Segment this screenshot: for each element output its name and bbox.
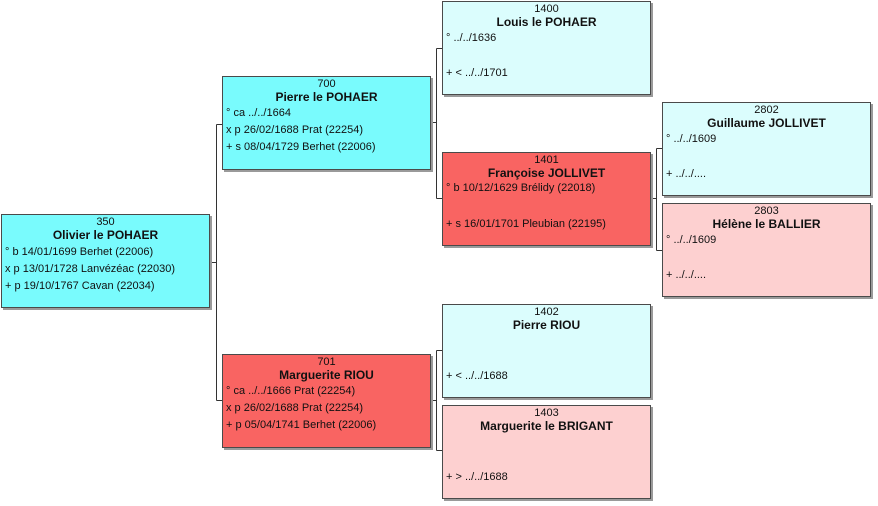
birth-event: ° ca ../../1664 xyxy=(226,107,291,119)
death-event: + > ../../1688 xyxy=(446,471,508,483)
marriage-event: x p 26/02/1688 Prat (22254) xyxy=(226,402,363,414)
person-box-2802[interactable]: 2802 Guillaume JOLLIVET ° ../../1609 + .… xyxy=(662,102,871,196)
sosa-number: 701 xyxy=(317,356,336,368)
person-name: Guillaume JOLLIVET xyxy=(707,116,826,130)
person-box-2803[interactable]: 2803 Hélène le BALLIER ° ../../1609 + ..… xyxy=(662,203,871,297)
person-name: Pierre RIOU xyxy=(512,318,581,332)
birth-event: ° b 10/12/1629 Brélidy (22018) xyxy=(446,182,596,194)
sosa-number: 1400 xyxy=(534,3,559,15)
death-event: + ../../.... xyxy=(666,269,707,281)
person-name: Marguerite RIOU xyxy=(279,368,374,382)
sosa-number: 700 xyxy=(317,78,336,90)
person-box-701[interactable]: 701 Marguerite RIOU ° ca ../../1666 Prat… xyxy=(222,354,431,448)
person-box-350[interactable]: 350 Olivier le POHAER ° b 14/01/1699 Ber… xyxy=(1,214,210,308)
person-name: Pierre le POHAER xyxy=(275,90,378,104)
birth-event: ° ../../1609 xyxy=(666,133,717,145)
person-box-1403[interactable]: 1403 Marguerite le BRIGANT + > ../../168… xyxy=(442,405,651,499)
sosa-number: 1401 xyxy=(534,154,559,166)
death-event: + p 05/04/1741 Berhet (22006) xyxy=(226,419,377,431)
marriage-event: x p 13/01/1728 Lanvézéac (22030) xyxy=(5,263,176,275)
person-name: Hélène le BALLIER xyxy=(712,217,821,231)
person-box-1400[interactable]: 1400 Louis le POHAER ° ../../1636 + < ..… xyxy=(442,1,651,95)
sosa-number: 350 xyxy=(96,216,115,228)
person-box-700[interactable]: 700 Pierre le POHAER ° ca ../../1664 x p… xyxy=(222,76,431,170)
death-event: + s 08/04/1729 Berhet (22006) xyxy=(226,141,376,153)
sosa-number: 1402 xyxy=(534,306,559,318)
birth-event: ° ../../1609 xyxy=(666,234,717,246)
person-name: Marguerite le BRIGANT xyxy=(480,419,613,433)
birth-event: ° ca ../../1666 Prat (22254) xyxy=(226,385,356,397)
death-event: + s 16/01/1701 Pleubian (22195) xyxy=(446,218,606,230)
person-name: Françoise JOLLIVET xyxy=(487,166,606,180)
death-event: + < ../../1701 xyxy=(446,67,508,79)
person-box-1401[interactable]: 1401 Françoise JOLLIVET ° b 10/12/1629 B… xyxy=(442,152,651,246)
birth-event: ° b 14/01/1699 Berhet (22006) xyxy=(5,246,154,258)
person-name: Olivier le POHAER xyxy=(52,228,159,242)
sosa-number: 2803 xyxy=(754,205,779,217)
sosa-number: 2802 xyxy=(754,104,779,116)
marriage-event: x p 26/02/1688 Prat (22254) xyxy=(226,124,363,136)
sosa-number: 1403 xyxy=(534,407,559,419)
birth-event: ° ../../1636 xyxy=(446,32,497,44)
death-event: + < ../../1688 xyxy=(446,370,508,382)
person-box-1402[interactable]: 1402 Pierre RIOU + < ../../1688 xyxy=(442,304,651,398)
death-event: + p 19/10/1767 Cavan (22034) xyxy=(5,280,155,292)
person-name: Louis le POHAER xyxy=(496,15,597,29)
death-event: + ../../.... xyxy=(666,168,707,180)
